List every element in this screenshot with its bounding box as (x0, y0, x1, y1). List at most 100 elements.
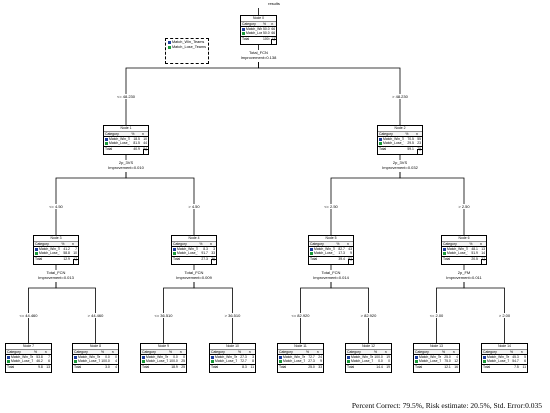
header-pct: % (100, 350, 111, 356)
tree-node-9[interactable]: Node 9Category%nMatch_Win_Teams0.00Match… (140, 343, 187, 373)
row-win: Match_Win_Teams82.743 (309, 247, 353, 252)
tree-node-7[interactable]: Node 7Category%nMatch_Win_Teams53.87Matc… (5, 343, 52, 373)
n-lose: 10 (73, 251, 77, 256)
collapse-toggle-icon[interactable]: − (211, 259, 217, 265)
collapse-toggle-icon[interactable]: − (73, 259, 79, 265)
tree-node-10[interactable]: Node 10Category%nMatch_Win_Teams27.33Mat… (209, 343, 256, 373)
header-n: n (247, 350, 255, 356)
edge-1-4 (125, 172, 195, 235)
header-pct: % (60, 242, 71, 248)
n-win: 3 (213, 247, 215, 252)
node-table: Category%nMatch_Win_Teams18.510Match_Los… (104, 132, 148, 151)
row-lose: Match_Lose_Teams58.810 (34, 251, 78, 256)
n-win: 0 (183, 355, 185, 360)
header-pct: % (373, 350, 384, 356)
pct-win: 70.5 (407, 137, 414, 142)
category-win: Match_Win_Teams (39, 247, 60, 252)
category-win: Match_Win_Teams (351, 355, 373, 360)
tree-node-4[interactable]: Node 4Category%nMatch_Win_Teams8.33Match… (171, 235, 217, 265)
tree-node-6[interactable]: Node 6Category%nMatch_Win_Teams48.113Mat… (441, 235, 487, 265)
swatch-win (443, 247, 446, 251)
edge-2-5 (330, 172, 401, 235)
pct-lose: 100.0 (101, 359, 110, 364)
category-lose: Match_Lose_Teams (177, 251, 199, 256)
row-win: Match_Win_Teams100.019 (346, 355, 391, 360)
node-table-header: Category%n (104, 132, 148, 138)
tree-node-14[interactable]: Node 14Category%nMatch_Win_Teams45.35Mat… (481, 343, 528, 373)
swatch-win (483, 355, 486, 359)
node-table: Category%nMatch_Win_Teams53.87Match_Lose… (6, 350, 51, 369)
tree-node-1[interactable]: Node 1Category%nMatch_Win_Teams18.510Mat… (103, 125, 149, 155)
tree-node-13[interactable]: Node 13Category%nMatch_Win_Teams25.04Mat… (413, 343, 460, 373)
node-table-header: Category%n (278, 350, 323, 356)
pct-lose: 0.0 (378, 359, 383, 364)
tree-node-8[interactable]: Node 8Category%nMatch_Win_Teams0.00Match… (72, 343, 119, 373)
n-total: 54 (140, 145, 148, 151)
header-category: Category (346, 350, 373, 356)
tree-node-12[interactable]: Node 12Category%nMatch_Win_Teams100.019M… (345, 343, 392, 373)
pct-total: 8.3 (237, 363, 248, 369)
collapse-toggle-icon[interactable]: − (417, 149, 423, 155)
tree-node-2[interactable]: Node 2Category%nMatch_Win_Teams70.555Mat… (377, 125, 423, 155)
category-win: Match_Win_Teams (109, 137, 130, 142)
n-lose: 9 (350, 251, 352, 256)
header-category: Category (378, 132, 405, 138)
header-category: Category (34, 242, 61, 248)
legend: Match_Win_Teams Match_Lose_Teams (165, 38, 209, 64)
row-lose: Match_Lose_Teams81.544 (104, 141, 148, 146)
node-table: Category%nMatch_Win_Teams72.724Match_Los… (278, 350, 323, 369)
n-total: 36 (208, 255, 216, 261)
category-lose: Match_Lose_Teams (146, 359, 168, 364)
category-lose: Match_Lose_Teams (109, 141, 131, 146)
swatch-win (310, 247, 313, 251)
n-total: 17 (70, 255, 78, 261)
category-total: Total (309, 255, 336, 261)
row-lose: Match_Lose_Teams29.523 (378, 141, 422, 146)
edge-label-1-3: <= 4.50 (48, 203, 64, 209)
category-win: Match_Win_Teams (215, 355, 237, 360)
node-title: Node 2 (378, 126, 422, 132)
tree-node-3[interactable]: Node 3Category%nMatch_Win_Teams41.27Matc… (33, 235, 79, 265)
collapse-toggle-icon[interactable]: − (143, 149, 149, 155)
edge-label-5-11: <= 82.920 (290, 312, 311, 318)
row-win: Match_Win_Teams53.87 (6, 355, 51, 360)
collapse-toggle-icon[interactable]: − (271, 39, 277, 45)
node-table-header: Category%n (210, 350, 255, 356)
category-total: Total (482, 363, 509, 369)
legend-swatch-lose (168, 45, 171, 49)
tree-node-5[interactable]: Node 5Category%nMatch_Win_Teams82.743Mat… (308, 235, 354, 265)
collapse-toggle-icon[interactable]: − (481, 259, 487, 265)
node-table-header: Category%n (414, 350, 459, 356)
header-category: Category (210, 350, 237, 356)
node-title: Node 12 (346, 344, 391, 350)
pct-total: 59.1 (404, 145, 415, 151)
n-win: 4 (456, 355, 458, 360)
node-table: Category%nMatch_Win_Teams50.066Match_Los… (241, 22, 276, 41)
n-lose: 14 (481, 251, 485, 256)
swatch-lose (415, 360, 418, 364)
edge-label-4-10: > 36.510 (223, 312, 242, 318)
tree-node-11[interactable]: Node 11Category%nMatch_Win_Teams72.724Ma… (277, 343, 324, 373)
category-total: Total (442, 255, 469, 261)
n-total: 52 (345, 255, 353, 261)
category-total: Total (73, 363, 100, 369)
node-title: Node 6 (442, 236, 486, 242)
node-table: Category%nMatch_Win_Teams8.33Match_Lose_… (172, 242, 216, 261)
pct-total: 25.0 (305, 363, 316, 369)
n-lose: 33 (211, 251, 215, 256)
edge-label-2-6: > 2.50 (457, 203, 471, 209)
n-win: 7 (48, 355, 50, 360)
row-lose: Match_Lose_Teams50.066 (241, 31, 276, 36)
row-win: Match_Win_Teams41.27 (34, 247, 78, 252)
pct-total: 3.0 (100, 363, 111, 369)
tree-node-0[interactable]: Node 0Category%nMatch_Win_Teams50.066Mat… (240, 15, 277, 45)
collapse-toggle-icon[interactable]: − (348, 259, 354, 265)
pct-win: 18.5 (133, 137, 140, 142)
header-category: Category (442, 242, 469, 248)
node-table-header: Category%n (141, 350, 186, 356)
